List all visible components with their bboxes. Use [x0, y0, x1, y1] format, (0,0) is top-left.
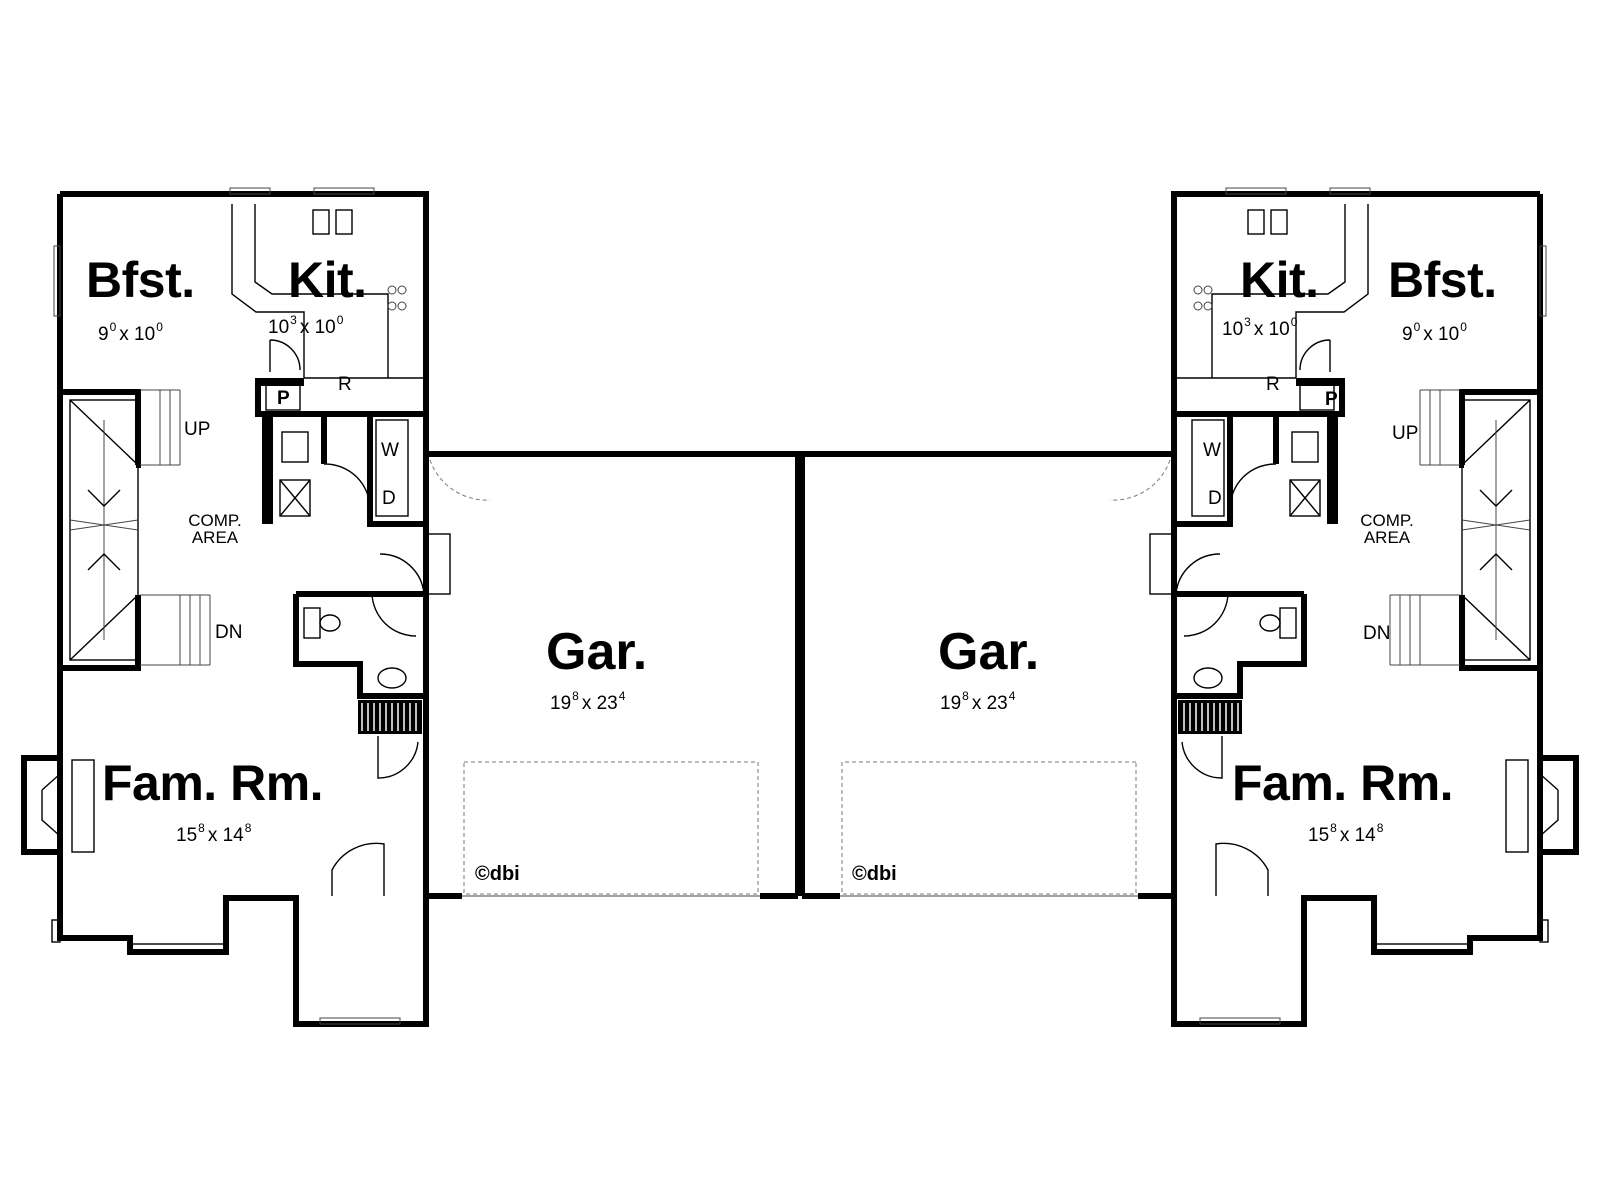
washer-label-left: W [381, 440, 399, 461]
comp-area-label-right: COMP.AREA [1360, 511, 1414, 547]
stair-up-label-left: UP [184, 419, 211, 440]
pantry-label-right: P [1325, 389, 1338, 410]
garage-wall [426, 451, 801, 896]
room-name-kitchen-left: Kit. [288, 252, 367, 308]
stair-up-label-right: UP [1392, 423, 1419, 444]
room-name-breakfast-left: Bfst. [86, 252, 195, 308]
pantry-box [265, 383, 301, 411]
stair-down-label-right: DN [1363, 623, 1391, 644]
unit-left-drawing [21, 187, 801, 1027]
room-name-family-left: Fam. Rm. [102, 755, 324, 811]
exterior-wall [57, 191, 429, 1027]
copyright-left: ©dbi [475, 863, 520, 885]
room-name-kitchen-right: Kit. [1240, 252, 1319, 308]
room-name-garage-right: Gar. [938, 623, 1040, 681]
room-name-family-right: Fam. Rm. [1232, 755, 1454, 811]
pantry-label-left: P [277, 388, 290, 409]
washer-label-right: W [1203, 440, 1221, 461]
refrigerator-label-right: R [1266, 374, 1280, 395]
dryer-label-left: D [382, 488, 396, 509]
unit-right-drawing [799, 187, 1579, 1027]
room-name-garage-left: Gar. [546, 623, 648, 681]
refrigerator-label-left: R [338, 374, 352, 395]
room-name-breakfast-right: Bfst. [1388, 252, 1497, 308]
stair-down-label-left: DN [215, 622, 243, 643]
dryer-label-right: D [1208, 488, 1222, 509]
comp-area-label-left: COMP.AREA [188, 511, 242, 547]
copyright-right: ©dbi [852, 863, 897, 885]
